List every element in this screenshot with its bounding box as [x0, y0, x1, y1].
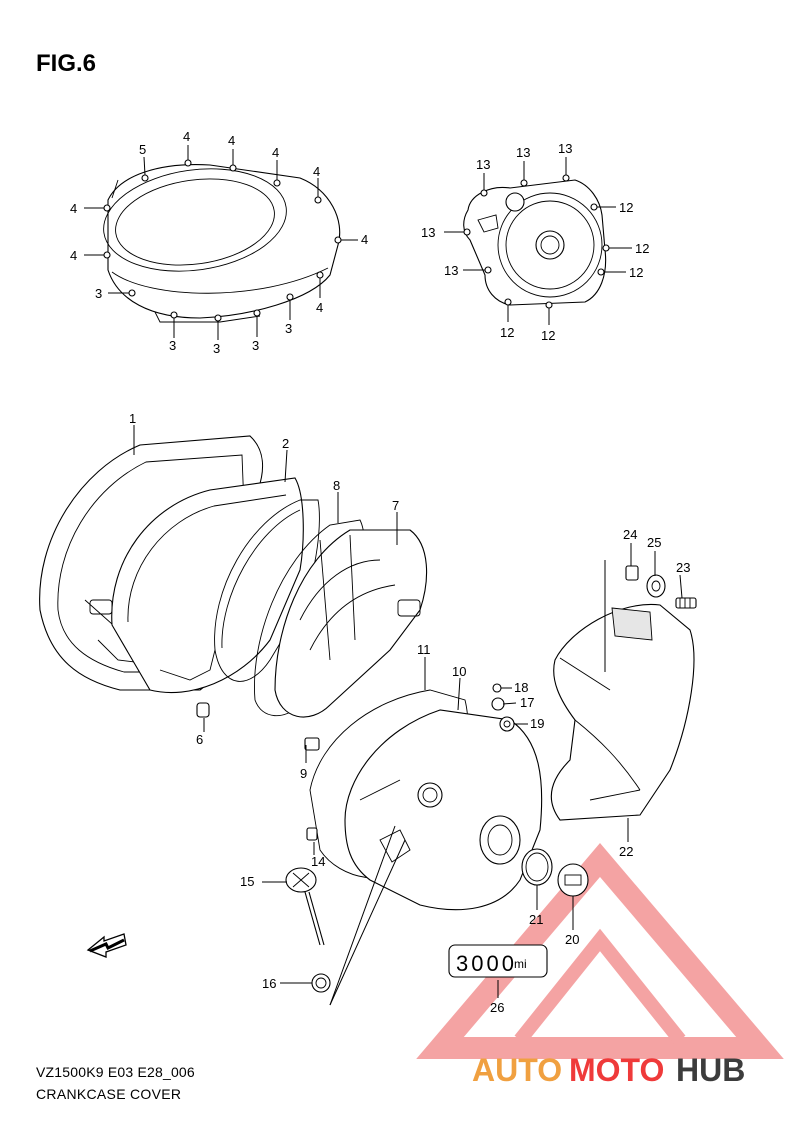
callout-23: 23 — [676, 560, 690, 575]
callout-4: 4 — [361, 232, 368, 247]
callout-3: 3 — [285, 321, 292, 336]
callout-14: 14 — [311, 854, 325, 869]
callout-3: 3 — [169, 338, 176, 353]
callout-10: 10 — [452, 664, 466, 679]
small-parts-lower — [196, 702, 589, 993]
callout-12: 12 — [541, 328, 555, 343]
callout-13: 13 — [421, 225, 435, 240]
callout-17: 17 — [520, 695, 534, 710]
part-1-flange — [111, 477, 304, 694]
callout-4: 4 — [70, 201, 77, 216]
part-10-cover — [344, 709, 543, 911]
callout-12: 12 — [619, 200, 633, 215]
generator-cover-outer — [463, 179, 607, 306]
dowel-pin-14 — [306, 827, 318, 841]
watermark-text: AUTO MOTO HUB — [472, 1052, 745, 1088]
watermark-auto: AUTO — [472, 1052, 562, 1088]
callout-13: 13 — [444, 263, 458, 278]
callout-11: 11 — [417, 642, 431, 657]
callout-12: 12 — [500, 325, 514, 340]
callout-21: 21 — [529, 912, 543, 927]
callout-16: 16 — [262, 976, 276, 991]
callout-3: 3 — [213, 341, 220, 356]
left-cover-bolt-labels: 4 4 4 4 5 4 4 4 4 3 3 3 3 3 4 — [70, 129, 368, 356]
callout-4: 4 — [70, 248, 77, 263]
callout-5: 5 — [139, 142, 146, 157]
callout-15: 15 — [240, 874, 254, 889]
callout-2: 2 — [282, 436, 289, 451]
callout-4: 4 — [183, 129, 190, 144]
callout-8: 8 — [333, 478, 340, 493]
plug-20 — [557, 863, 589, 897]
callout-9: 9 — [300, 766, 307, 781]
part-2-gasket — [214, 499, 320, 682]
clutch-cover-outer — [103, 164, 341, 323]
callout-26: 26 — [490, 1000, 504, 1015]
callout-6: 6 — [196, 732, 203, 747]
callout-13: 13 — [476, 157, 490, 172]
part-7-inner-cover — [274, 529, 428, 718]
callout-1: 1 — [129, 411, 136, 426]
fwd-arrow-icon — [86, 933, 127, 958]
right-cover-bolt-markers — [463, 174, 610, 309]
left-cover-leaders — [84, 145, 358, 340]
odometer-unit: mi — [514, 957, 527, 971]
small-parts-24-25-23 — [625, 565, 697, 609]
right-cover-bolt-labels: 13 13 13 13 13 12 12 12 12 12 — [421, 141, 649, 343]
callout-12: 12 — [635, 241, 649, 256]
figure-title: FIG.6 — [36, 50, 97, 77]
dowel-pin-6 — [196, 702, 210, 718]
o-ring-16 — [311, 973, 331, 993]
callout-20: 20 — [565, 932, 579, 947]
o-ring-21 — [521, 848, 553, 886]
watermark-moto: MOTO — [569, 1052, 664, 1088]
callout-19: 19 — [530, 716, 544, 731]
part-labels: 1 2 8 7 6 9 11 10 18 17 19 24 25 23 22 1… — [129, 411, 690, 1015]
left-cover-bolt-markers — [103, 159, 342, 322]
callout-7: 7 — [392, 498, 399, 513]
callout-22: 22 — [619, 844, 633, 859]
callout-25: 25 — [647, 535, 661, 550]
callout-3: 3 — [252, 338, 259, 353]
callout-13: 13 — [558, 141, 572, 156]
callout-4: 4 — [272, 145, 279, 160]
callout-4: 4 — [228, 133, 235, 148]
callout-13: 13 — [516, 145, 530, 160]
callout-4: 4 — [316, 300, 323, 315]
right-cover-leaders — [444, 157, 632, 325]
callout-24: 24 — [623, 527, 637, 542]
part-leaders — [133, 425, 683, 1006]
figure-caption: CRANKCASE COVER — [36, 1086, 182, 1102]
model-code: VZ1500K9 E03 E28_006 — [36, 1064, 195, 1080]
watermark-hub: HUB — [676, 1052, 745, 1088]
callout-18: 18 — [514, 680, 528, 695]
bolt-9 — [304, 737, 320, 751]
callout-4: 4 — [313, 164, 320, 179]
callout-3: 3 — [95, 286, 102, 301]
odometer-digits: 3000 — [456, 951, 517, 976]
part-22-cover-guard — [550, 603, 695, 821]
callout-12: 12 — [629, 265, 643, 280]
odometer-label-plate: 3000 mi — [448, 944, 548, 978]
